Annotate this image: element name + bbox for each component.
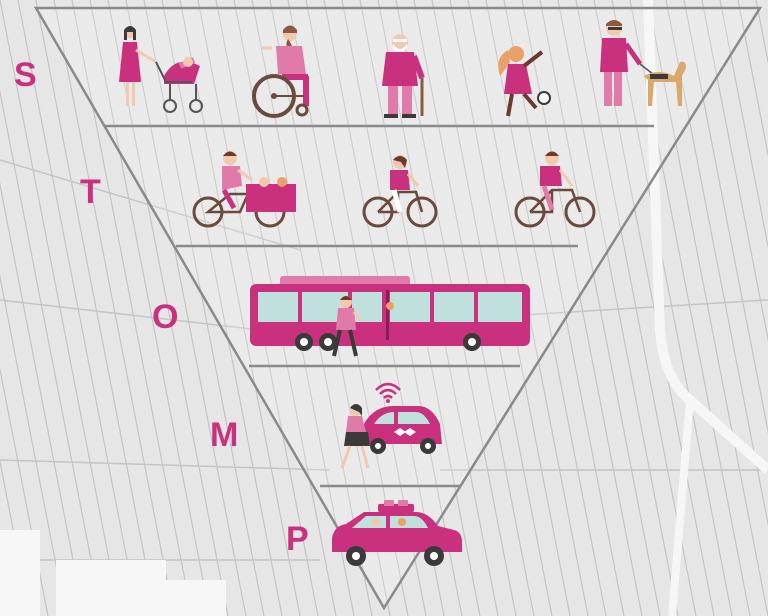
letter-m-label: M <box>210 418 238 452</box>
tier-o-public-transport <box>250 276 530 356</box>
letter-p-label: P <box>286 522 309 556</box>
articulated-bus-icon <box>250 276 530 351</box>
letter-t-label: T <box>80 175 101 209</box>
letter-s-label: S <box>14 58 37 92</box>
letter-o-label: O <box>152 300 178 334</box>
